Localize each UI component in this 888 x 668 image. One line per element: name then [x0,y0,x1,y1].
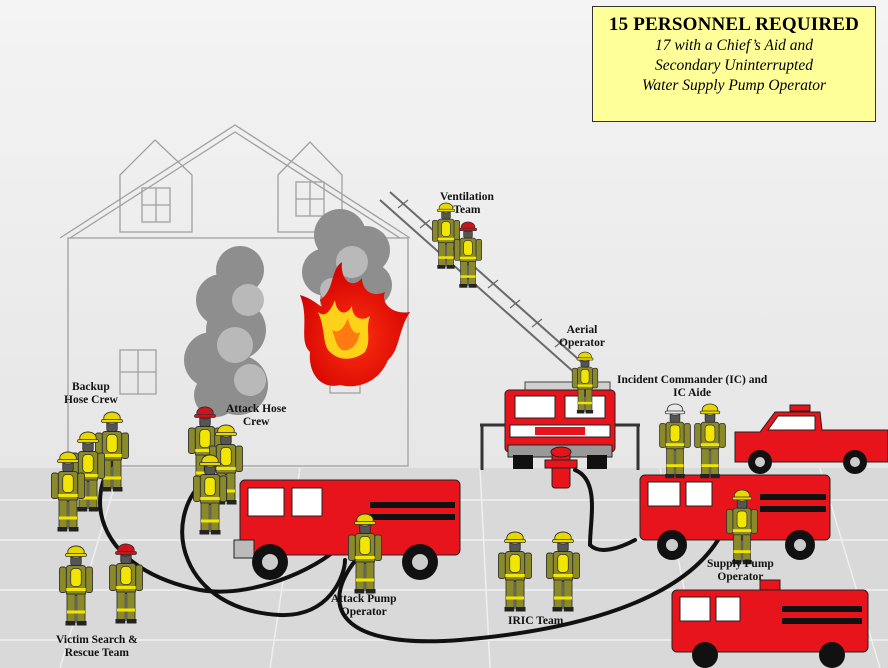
callout-title: 15 PERSONNEL REQUIRED [608,14,860,35]
aerial-operator-figure [571,351,599,414]
secondary-engine [671,579,869,668]
incident-commander-figure [659,403,691,479]
label-iric-team: IRIC Team [508,615,564,627]
attack-pump-operator-figure [348,513,382,594]
fire-hydrant [544,446,578,489]
ventilation-firefighter [431,202,461,269]
label-victim-search-rescue-team: Victim Search &Rescue Team [56,634,138,659]
chief-vehicle [734,404,888,474]
hose-lines [98,453,720,644]
attack-hose-firefighter [193,454,227,535]
smoke-plume [184,209,392,417]
fire-flame [300,262,410,387]
ventilation-firefighter [453,221,483,288]
supply-engine [639,474,831,560]
victim-search-firefighter [109,543,143,624]
ic-aide-figure [694,403,726,479]
backup-hose-firefighter [71,431,105,512]
supply-pump-operator-figure [726,489,758,565]
callout-line: 17 with a Chief’s Aid and [654,37,814,54]
aerial-truck [480,381,640,470]
callout-line: Secondary Uninterrupted [655,57,813,74]
backup-hose-firefighter [51,451,85,532]
personnel-callout: 15 PERSONNEL REQUIRED 17 with a Chief’s … [592,6,876,122]
callout-line: Water Supply Pump Operator [641,77,827,94]
firefighters [51,202,758,626]
iric-firefighter [498,531,532,612]
attack-engine [233,479,461,580]
iric-firefighter [546,531,580,612]
victim-search-firefighter [59,545,93,626]
